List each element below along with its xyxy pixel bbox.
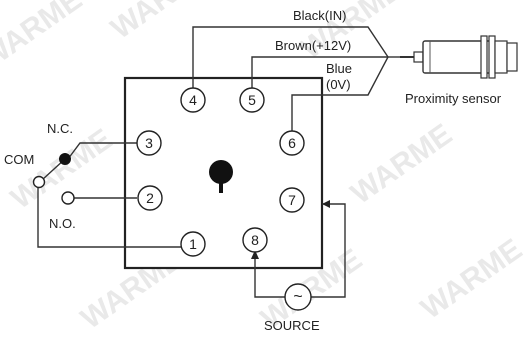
wire-black [192, 26, 389, 100]
watermark-text: WARME [105, 0, 218, 46]
terminal-7: 7 [279, 187, 305, 213]
no-contact [61, 191, 75, 205]
terminal-number: 6 [288, 135, 296, 151]
label-proximity-sensor: Proximity sensor [405, 91, 502, 106]
label-com: COM [4, 152, 34, 167]
wire-brown [251, 56, 388, 100]
wire-blue [291, 56, 389, 143]
terminal-number: 3 [145, 135, 153, 151]
label-source: SOURCE [264, 318, 320, 333]
wire-nc [67, 142, 137, 160]
nc-contact [59, 153, 71, 165]
ac-source-symbol: ~ [293, 289, 302, 306]
proximity-sensor-icon [400, 35, 518, 79]
terminal-6: 6 [279, 130, 305, 156]
com-contact [32, 175, 46, 189]
wire-com [37, 187, 182, 248]
terminal-number: 8 [251, 232, 259, 248]
ac-source-icon: ~ [284, 283, 312, 311]
label-black-wire: Black(IN) [293, 8, 346, 23]
terminal-number: 4 [189, 92, 197, 108]
wire-source-right [311, 203, 346, 298]
terminal-3: 3 [136, 130, 162, 156]
terminal-1: 1 [180, 231, 206, 257]
terminal-8: 8 [242, 227, 268, 253]
label-blue-wire: Blue [326, 61, 352, 76]
label-no: N.O. [49, 216, 76, 231]
watermark-text: WARME [415, 233, 528, 326]
terminal-number: 7 [288, 192, 296, 208]
watermark-text: WARME [5, 123, 118, 216]
terminal-5: 5 [239, 87, 265, 113]
terminal-number: 5 [248, 92, 256, 108]
arrow-to-terminal-7 [322, 200, 330, 208]
watermark-text: WARME [0, 0, 88, 76]
terminal-2: 2 [137, 185, 163, 211]
wire-source-left [254, 258, 285, 298]
label-brown-wire: Brown(+12V) [275, 38, 351, 53]
watermark-text: WARME [345, 118, 458, 211]
label-nc: N.C. [47, 121, 73, 136]
terminal-4: 4 [180, 87, 206, 113]
label-blue-wire-voltage: (0V) [326, 77, 351, 92]
terminal-number: 1 [189, 236, 197, 252]
terminal-number: 2 [146, 190, 154, 206]
arrow-to-terminal-8 [251, 250, 259, 259]
relay-center-knob [209, 160, 233, 193]
